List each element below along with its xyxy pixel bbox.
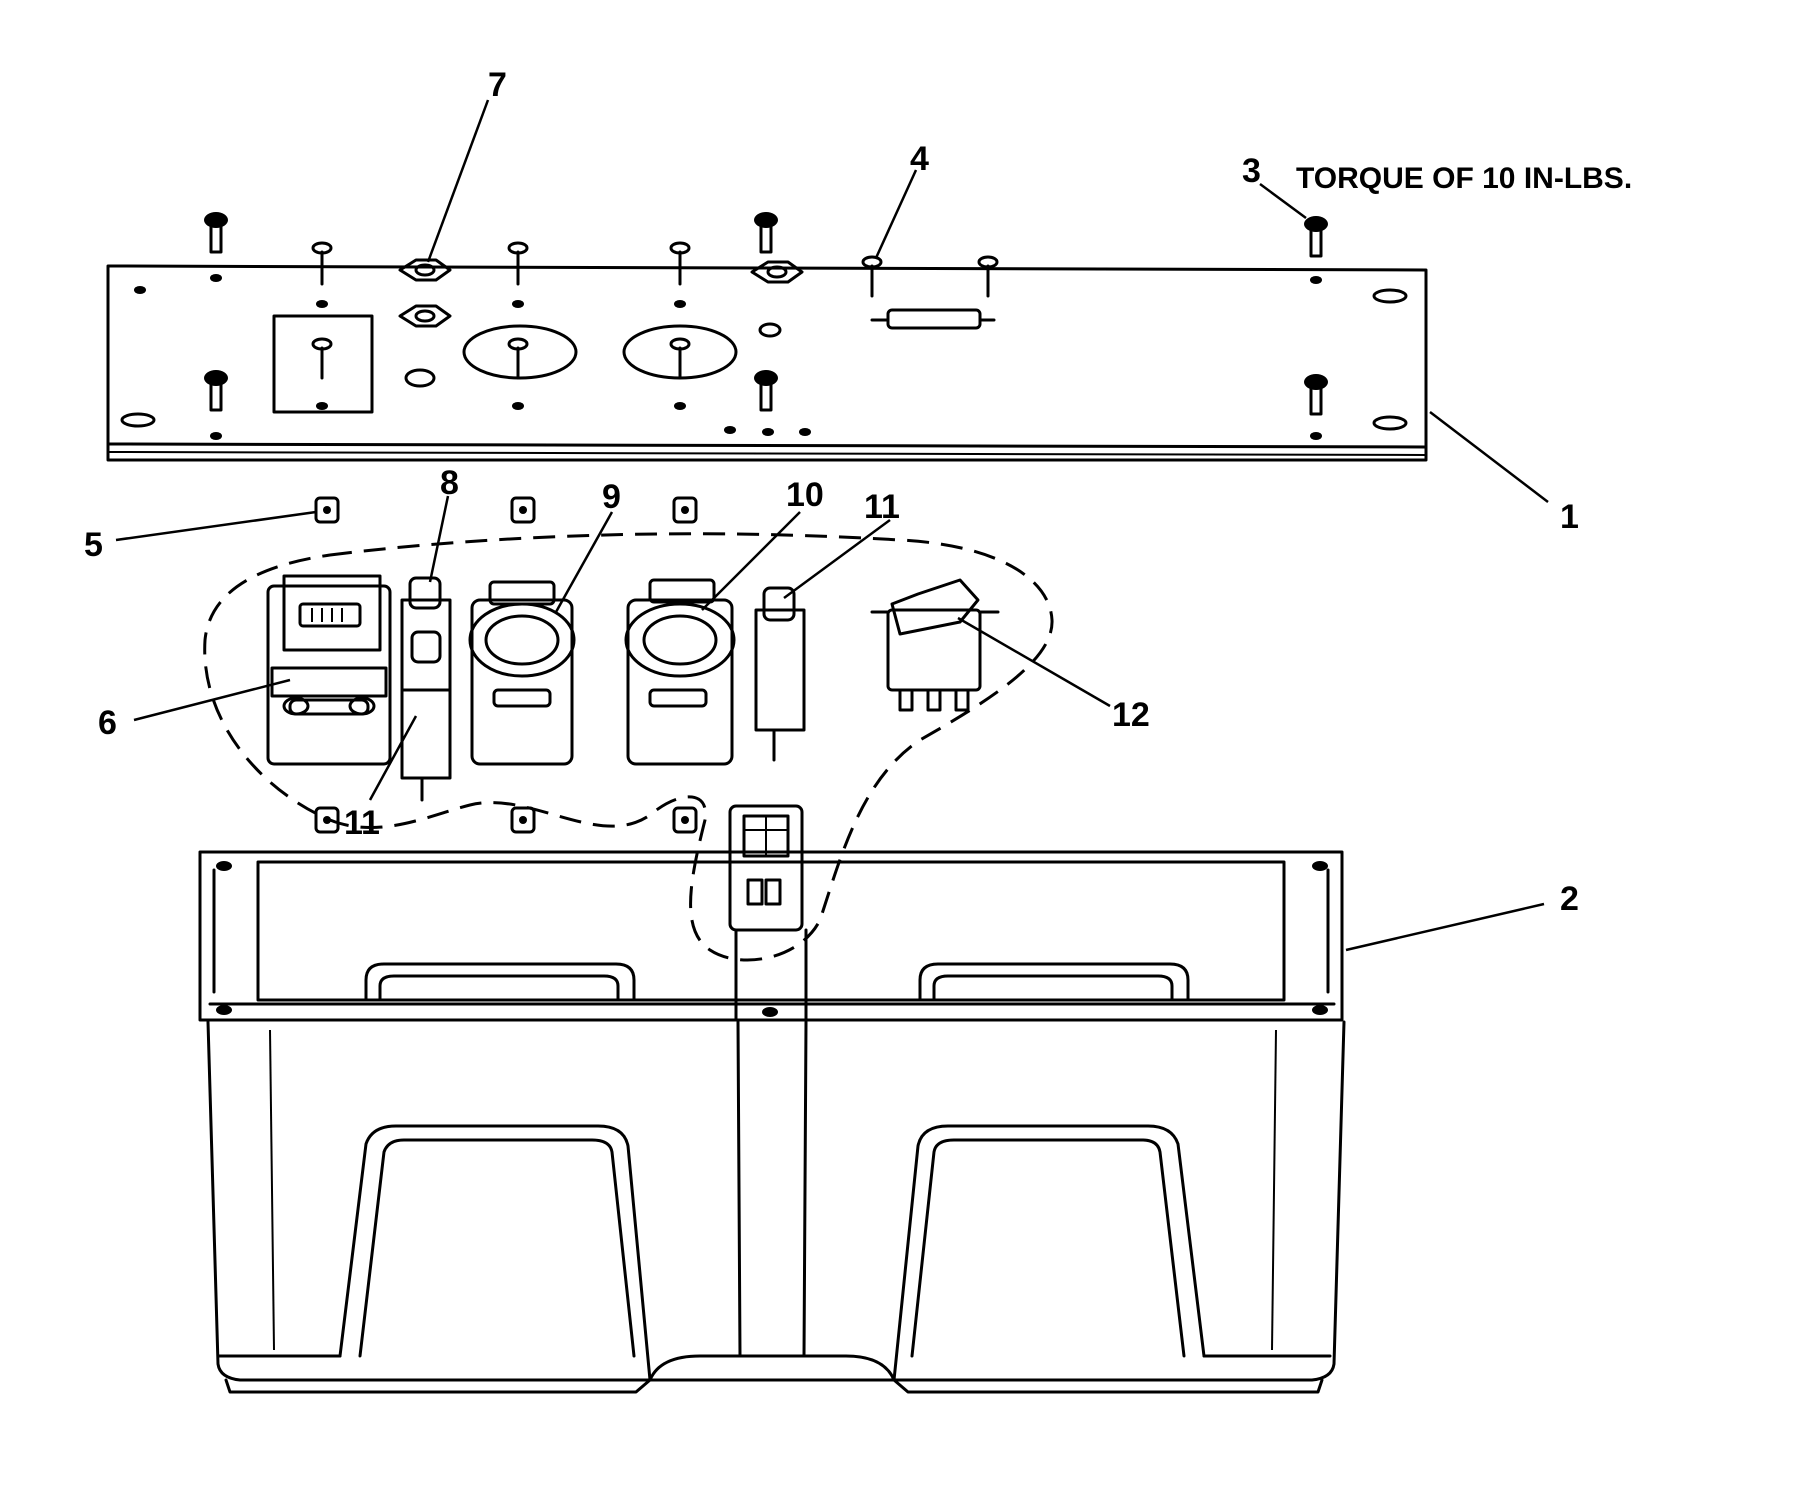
circuit-breaker-right [754,586,806,762]
callout-4: 4 [910,140,929,178]
callout-2: 2 [1560,880,1579,918]
rocker-switch [870,578,1000,712]
callout-11-right: 11 [864,488,900,526]
speed-nuts [314,496,698,834]
callout-12: 12 [1112,696,1150,734]
callout-9: 9 [602,478,621,516]
circuit-breaker-left [400,576,452,802]
wiring-harness-outline [203,532,1054,962]
gfci-receptacle [266,574,392,766]
callout-6: 6 [98,704,117,742]
callout-3: 3 [1242,152,1261,190]
harness-connector [728,804,804,932]
control-box-enclosure [198,850,1346,1394]
callout-8: 8 [440,464,459,502]
leader-lines [115,99,1549,952]
twist-lock-receptacle-10 [624,578,736,766]
callout-1: 1 [1560,498,1579,536]
callout-7: 7 [488,66,507,104]
control-panel-plate [106,264,1428,462]
twist-lock-receptacle-9 [468,580,576,766]
torque-note: TORQUE OF 10 IN-LBS. [1296,162,1632,195]
callout-10: 10 [786,476,824,514]
callout-labels: 1 2 3 4 5 6 7 8 9 10 11 11 12 TORQUE OF … [84,66,1632,918]
callout-11-left: 11 [344,804,380,842]
callout-5: 5 [84,526,103,564]
panel-fasteners [204,212,1328,416]
